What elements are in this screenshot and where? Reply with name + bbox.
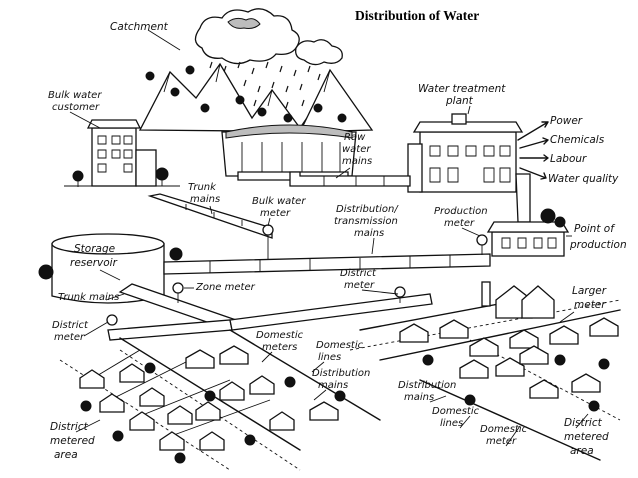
label-district-metered-area-right-2: metered <box>564 431 609 443</box>
label-water-treatment-1: Water treatment <box>418 83 506 95</box>
label-domestic-lines-2: lines <box>318 352 341 363</box>
label-district-metered-area-right-3: area <box>570 445 594 457</box>
label-storage-reservoir-2: reservoir <box>70 257 118 269</box>
label-trunk-mains-top-2: mains <box>190 194 220 205</box>
leader-lines <box>69 29 589 447</box>
label-zone-meter: Zone meter <box>195 282 256 293</box>
label-district-metered-area-left-2: metered <box>50 435 95 447</box>
label-domestic-meters-1: Domestic <box>256 330 304 341</box>
label-raw-water-3: mains <box>342 156 372 167</box>
label-point-of-production-1: Point of <box>574 223 616 235</box>
label-district-meter-mid-1: District <box>340 268 377 279</box>
label-distribution-mains-right-2: mains <box>404 392 434 403</box>
label-raw-water-1: Raw <box>344 132 366 143</box>
label-chemicals: Chemicals <box>550 134 605 146</box>
label-storage-reservoir-1: Storage <box>74 243 115 255</box>
plant-to-production-pipe <box>515 173 531 223</box>
raw-water-main <box>289 171 411 187</box>
diagram-title: Distribution of Water <box>355 8 480 23</box>
label-labour: Labour <box>550 153 587 165</box>
label-domestic-lines-right-2: lines <box>440 418 463 429</box>
transmission-main <box>163 224 491 275</box>
label-production-meter-1: Production <box>434 206 488 217</box>
label-water-quality: Water quality <box>548 173 619 185</box>
label-bulk-water-customer-2: customer <box>52 102 100 113</box>
label-larger-meter-1: Larger <box>572 285 607 297</box>
catchment-area <box>138 8 374 181</box>
point-of-production-building <box>486 208 570 257</box>
label-distribution-mains-right-1: Distribution <box>398 380 456 391</box>
label-catchment: Catchment <box>110 21 169 33</box>
label-bulk-water-meter-1: Bulk water <box>252 196 306 207</box>
label-distribution-transmission-1: Distribution/ <box>336 204 399 215</box>
input-arrows <box>517 121 549 180</box>
label-domestic-meter-right-1: Domestic <box>480 424 528 435</box>
label-district-meter-left-1: District <box>52 320 89 331</box>
label-bulk-water-customer-1: Bulk water <box>48 90 102 101</box>
label-district-meter-left-2: meter <box>54 332 85 343</box>
label-distribution-transmission-3: mains <box>354 228 384 239</box>
label-domestic-meter-right-2: meter <box>486 436 517 447</box>
left-district-area <box>59 329 381 471</box>
label-domestic-lines-right-1: Domestic <box>432 406 480 417</box>
water-treatment-plant <box>407 113 524 193</box>
diagram-labels: Catchment Bulk water customer Raw water … <box>48 21 627 461</box>
trunk-main-lower <box>106 282 433 341</box>
right-district-area <box>349 281 621 461</box>
label-raw-water-2: water <box>342 144 371 155</box>
label-district-metered-area-left-3: area <box>54 449 78 461</box>
bulk-water-customer-building <box>64 119 180 187</box>
label-district-metered-area-left-1: District <box>50 421 89 433</box>
label-trunk-mains-top-1: Trunk <box>188 182 217 193</box>
label-distribution-transmission-2: transmission <box>334 216 398 227</box>
label-bulk-water-meter-2: meter <box>260 208 291 219</box>
label-domestic-meters-2: meters <box>262 342 297 353</box>
label-production-meter-2: meter <box>444 218 475 229</box>
label-domestic-lines-1: Domestic <box>316 340 364 351</box>
label-district-metered-area-right-1: District <box>564 417 603 429</box>
label-district-meter-mid-2: meter <box>344 280 375 291</box>
label-water-treatment-2: plant <box>445 95 474 107</box>
label-distribution-mains-mid-1: Distribution <box>312 368 370 379</box>
label-larger-meter-2: meter <box>574 299 606 311</box>
label-trunk-mains-left: Trunk mains <box>58 292 119 303</box>
label-power: Power <box>550 115 583 127</box>
label-distribution-mains-mid-2: mains <box>318 380 348 391</box>
label-point-of-production-2: production <box>569 239 627 251</box>
